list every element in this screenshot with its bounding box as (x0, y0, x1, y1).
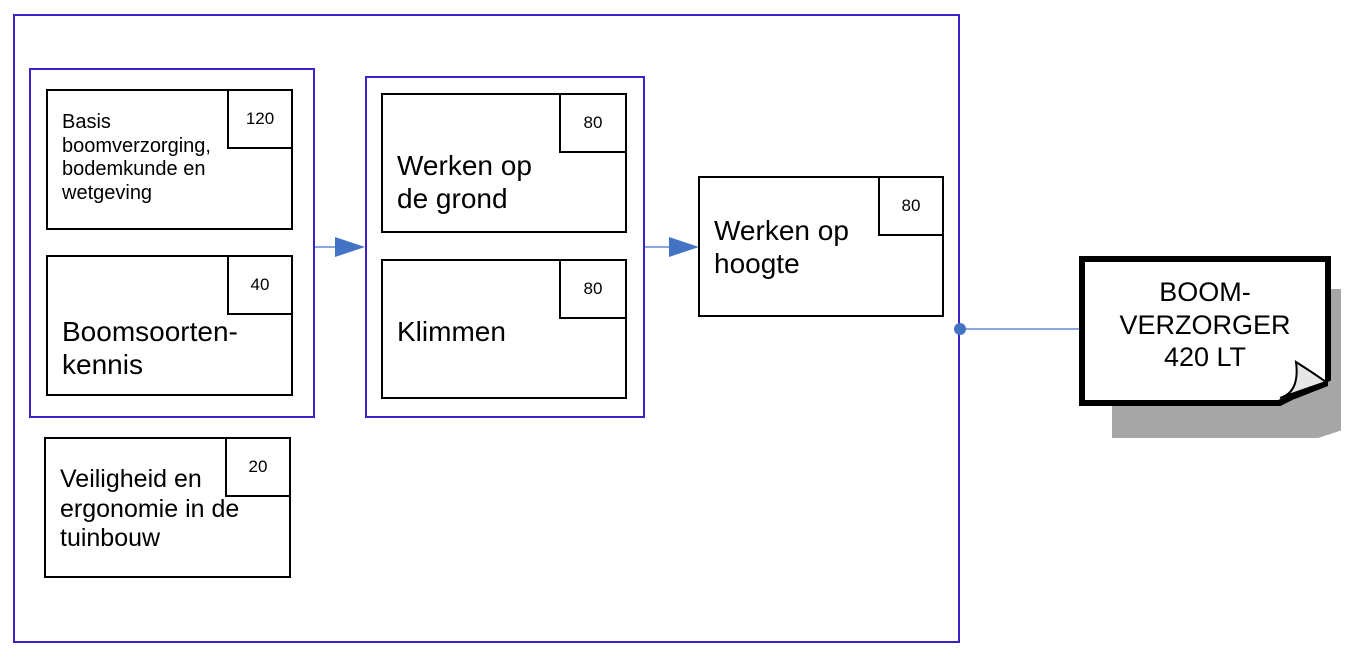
hours-badge: 40 (227, 255, 293, 315)
target-line-1: BOOM- (1159, 277, 1251, 308)
hours-value: 40 (250, 275, 270, 294)
target-line-3: 420 LT (1163, 342, 1247, 373)
module-title: Veiligheid en ergonomie in de tuinbouw (60, 465, 240, 552)
hours-badge: 80 (559, 259, 627, 319)
target-line-2: VERZORGER (1119, 309, 1291, 340)
connector-dot-icon (954, 323, 966, 335)
hours-badge: 80 (878, 176, 944, 236)
module-klimmen: 80 Klimmen (381, 259, 627, 399)
module-title: Klimmen (397, 316, 506, 347)
module-title: Boomsoorten-kennis (62, 316, 238, 381)
module-title: Basis boomverzorging, bodemkunde en wetg… (62, 111, 211, 204)
target-text: BOOM- VERZORGER 420 LT (1119, 276, 1290, 373)
hours-badge: 80 (559, 93, 627, 153)
hours-badge: 20 (225, 437, 291, 497)
module-group-foundation (29, 68, 315, 418)
hours-value: 80 (901, 196, 921, 215)
module-title: Werken op hoogte (714, 215, 849, 280)
hours-badge: 120 (227, 89, 293, 149)
module-title: Werken op de grond (397, 150, 532, 215)
module-basis-boomverzorging: 120 Basis boomverzorging, bodemkunde en … (46, 89, 293, 230)
hours-value: 80 (583, 113, 603, 132)
hours-value: 120 (245, 109, 275, 128)
hours-value: 80 (583, 279, 603, 298)
target-certificate: BOOM- VERZORGER 420 LT (1079, 256, 1331, 406)
arrowhead-icon (335, 237, 365, 257)
hours-value: 20 (248, 457, 268, 476)
module-boomsoortenkennis: 40 Boomsoorten-kennis (46, 255, 293, 396)
module-veiligheid-ergonomie: 20 Veiligheid en ergonomie in de tuinbou… (44, 437, 291, 578)
module-werken-op-de-grond: 80 Werken op de grond (381, 93, 627, 233)
module-group-ground (365, 76, 645, 418)
module-werken-op-hoogte: 80 Werken op hoogte (698, 176, 944, 317)
arrowhead-icon (669, 237, 699, 257)
